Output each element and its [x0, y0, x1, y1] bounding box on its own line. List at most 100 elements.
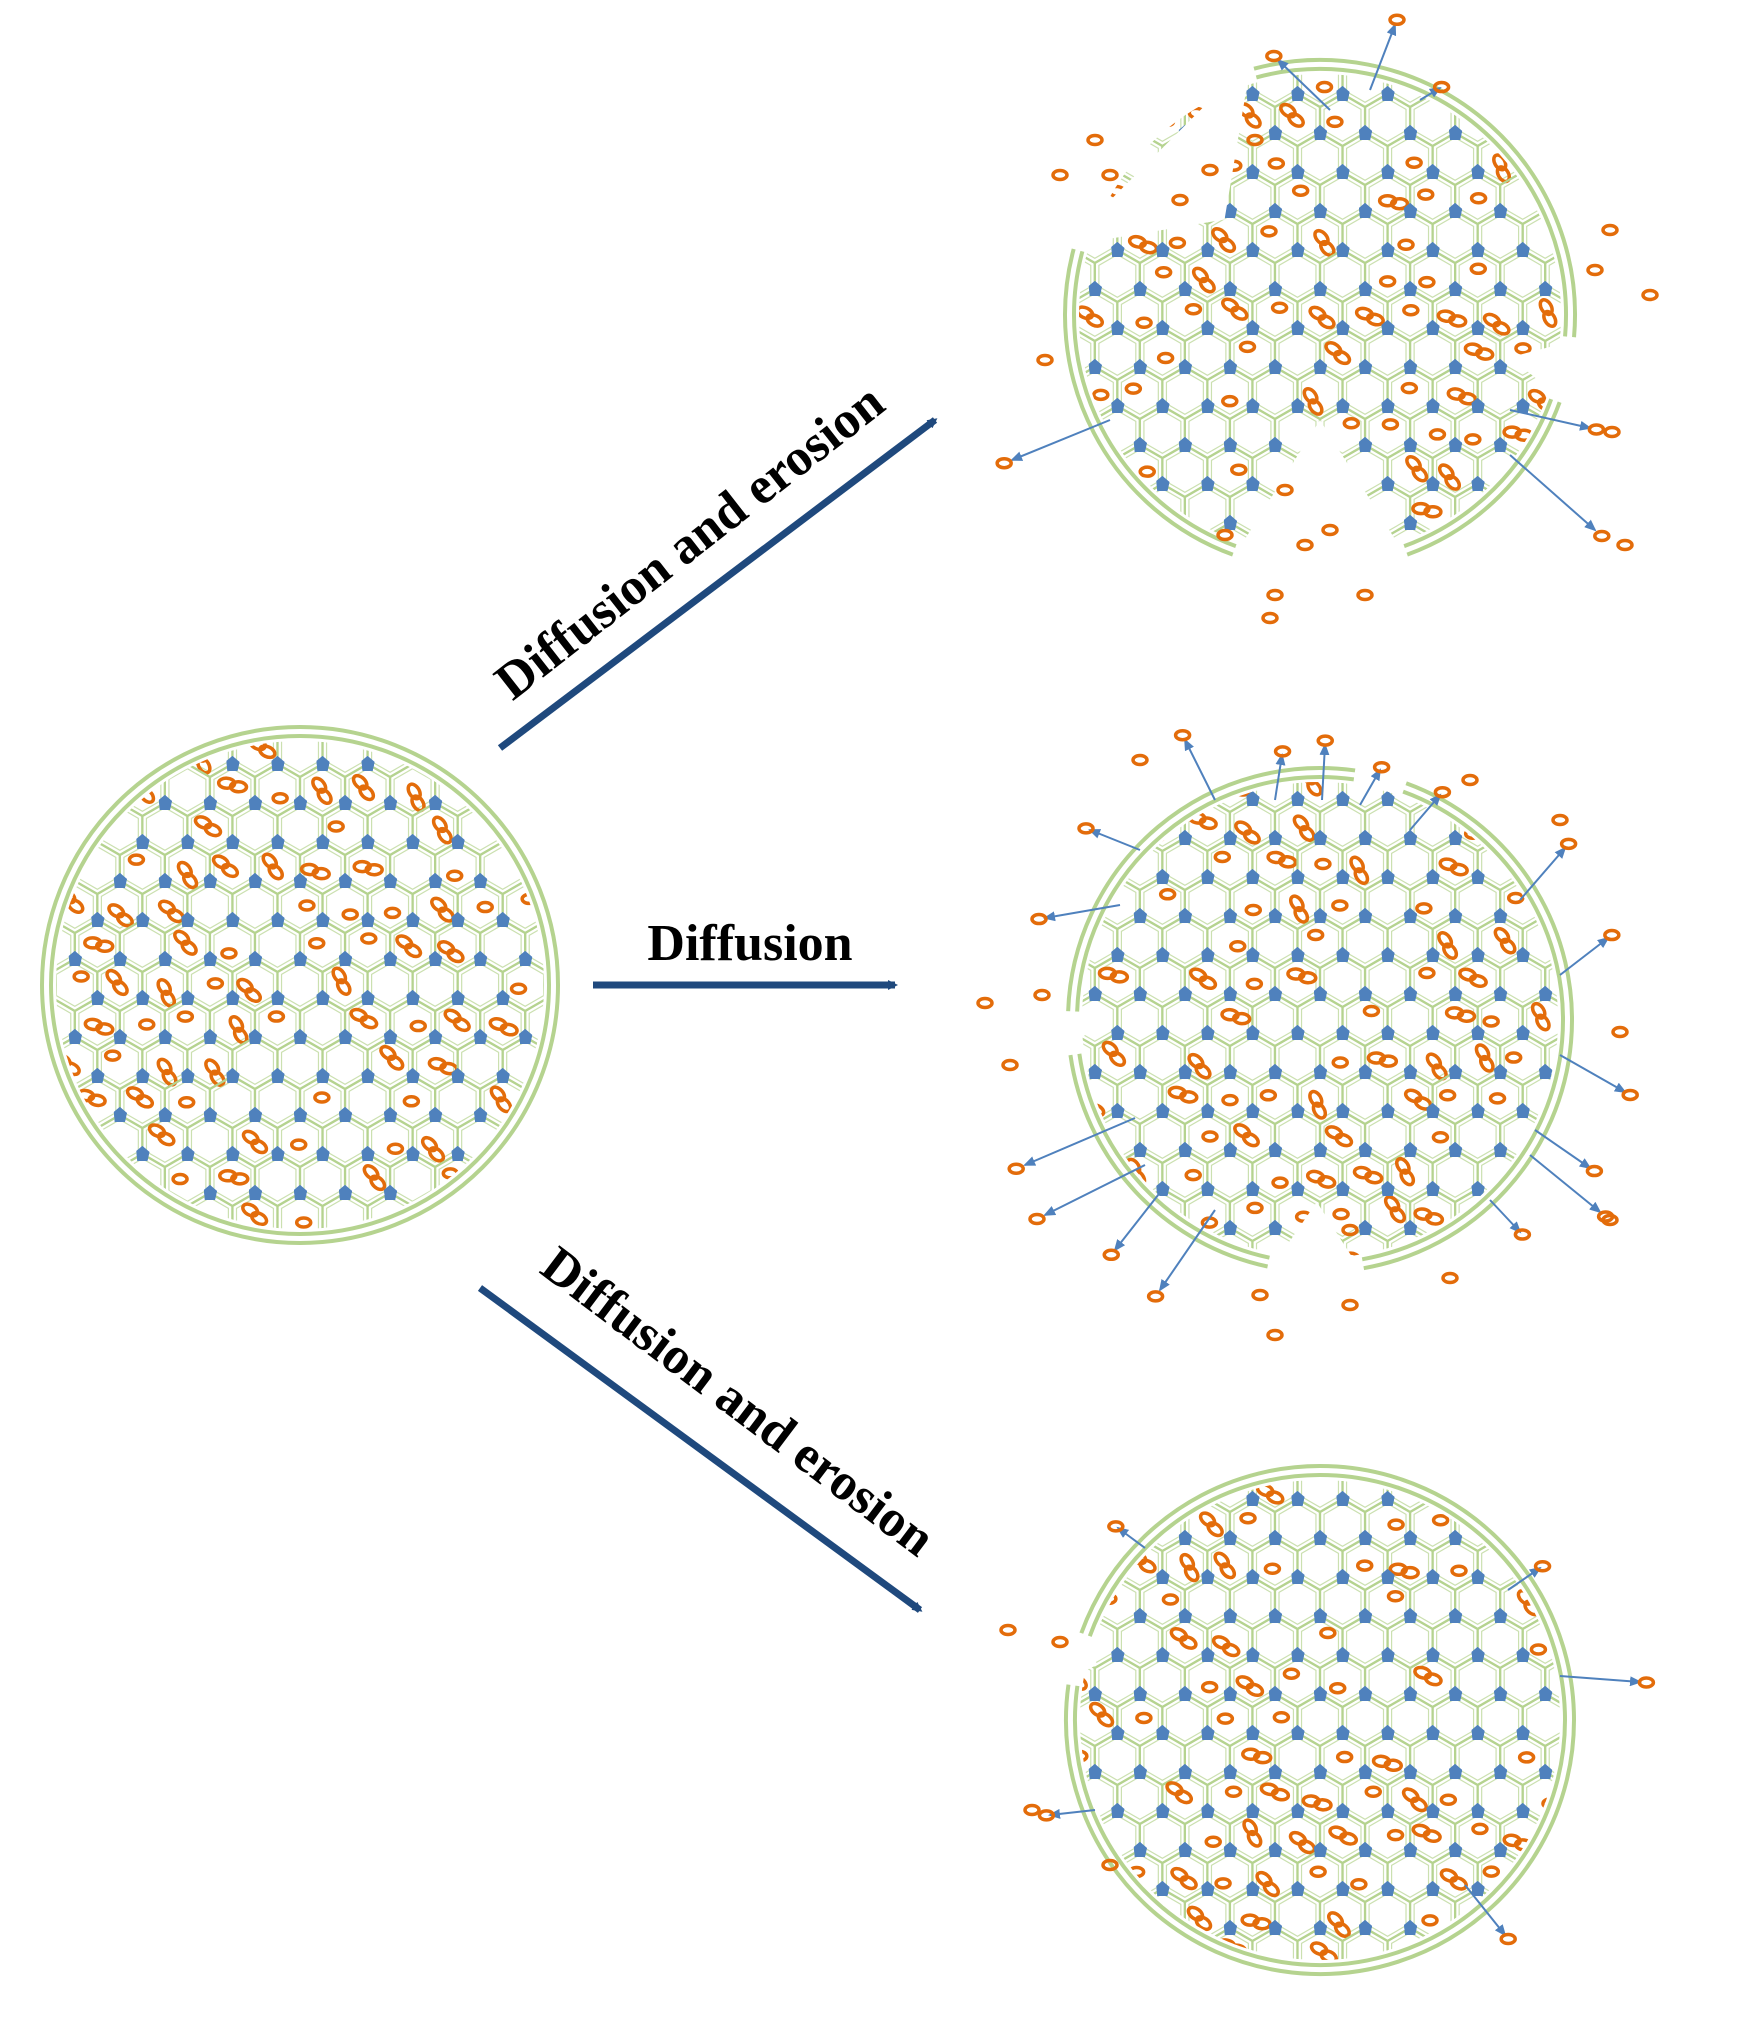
- polymer-node: [1381, 1881, 1395, 1896]
- polymer-node: [1449, 359, 1463, 374]
- polymer-node: [1449, 1764, 1463, 1779]
- polymer-node: [1359, 359, 1373, 374]
- drug-particle: [1213, 1551, 1237, 1580]
- polymer-node: [1516, 1025, 1530, 1040]
- polymer-node: [1314, 1764, 1327, 1779]
- drug-particle: [1191, 266, 1216, 294]
- drug-particle: [83, 936, 115, 953]
- polymer-node: [384, 1029, 398, 1044]
- drug-particle: [1101, 1040, 1127, 1067]
- drug-particle: [311, 776, 333, 806]
- polymer-node: [1291, 947, 1305, 962]
- drug-particle: [1332, 1207, 1350, 1221]
- polymer-node: [226, 756, 240, 771]
- drug-particle: [1402, 303, 1420, 317]
- drug-particle: [1224, 1785, 1243, 1798]
- drug-particle: [500, 1176, 519, 1190]
- polymer-node: [1404, 1686, 1418, 1701]
- polymer-node: [1404, 1142, 1418, 1157]
- drug-particle: [125, 1086, 155, 1109]
- polymer-node: [226, 1068, 240, 1083]
- drug-particle: [1641, 288, 1659, 302]
- drug-particle: [1378, 1987, 1408, 2004]
- polymer-node: [1539, 1764, 1553, 1779]
- drug-particle: [1037, 1809, 1056, 1822]
- drug-particle: [352, 859, 384, 877]
- polymer-node: [1404, 281, 1418, 296]
- drug-particle: [1378, 275, 1397, 288]
- drug-particle: [1131, 753, 1149, 767]
- polymer-node: [1314, 281, 1327, 296]
- drug-particle: [1458, 967, 1488, 989]
- drug-particle: [1416, 188, 1435, 201]
- polymer-node: [1201, 1569, 1215, 1584]
- drug-particle: [1559, 837, 1578, 851]
- drug-particle: [1593, 529, 1611, 543]
- drug-particle: [1220, 1007, 1252, 1026]
- polymer-node: [181, 834, 195, 849]
- release-arrow: [1010, 419, 1111, 461]
- drug-particle: [83, 1017, 115, 1036]
- drug-particle: [1260, 225, 1278, 238]
- drug-particle: [1551, 813, 1569, 827]
- drug-particle: [1184, 1168, 1202, 1182]
- drug-particle: [1107, 1520, 1125, 1533]
- release-arrow: [1359, 768, 1381, 806]
- polymer-node: [406, 834, 420, 849]
- polymer-node: [1201, 1103, 1215, 1118]
- polymer-node: [1268, 986, 1282, 1001]
- polymer-node: [1291, 398, 1305, 413]
- drug-particle: [1418, 275, 1436, 289]
- polymer-node: [1178, 830, 1192, 845]
- polymer-node: [316, 1146, 330, 1161]
- polymer-node: [1471, 242, 1485, 257]
- release-arrow: [1088, 829, 1141, 851]
- polymer-node: [1336, 1725, 1350, 1740]
- drug-particle: [1362, 1004, 1381, 1018]
- polymer-node: [316, 990, 330, 1005]
- polymer-node: [1516, 398, 1530, 413]
- polymer-node: [1246, 164, 1260, 179]
- drug-particle: [1114, 1200, 1132, 1214]
- drug-particle: [1341, 736, 1355, 745]
- polymer-node: [1471, 1103, 1485, 1118]
- drug-particle: [1474, 1043, 1495, 1073]
- drug-particle: [248, 741, 277, 760]
- polymer-node: [1404, 1920, 1418, 1935]
- polymer-node: [1268, 1686, 1282, 1701]
- polymer-node: [361, 990, 375, 1005]
- polymer-node: [158, 951, 172, 966]
- polymer-node: [1156, 1025, 1170, 1040]
- label-top-arrow: Diffusion and erosion: [485, 373, 895, 711]
- drug-particle: [1377, 193, 1410, 211]
- drug-particle: [1288, 1830, 1317, 1855]
- drug-particle: [1161, 1593, 1180, 1606]
- drug-particle: [1051, 168, 1069, 182]
- drug-particle: [1550, 1834, 1560, 1847]
- process-arrow-top: [497, 417, 938, 751]
- polymer-node: [451, 1146, 465, 1161]
- drug-particle: [1371, 34, 1397, 65]
- polymer-node: [1223, 437, 1237, 452]
- polymer-node: [1471, 1025, 1485, 1040]
- drug-particle: [1001, 1058, 1019, 1072]
- drug-particle: [1341, 1298, 1359, 1312]
- drug-particle: [1124, 382, 1143, 395]
- drug-particle: [1101, 168, 1119, 182]
- polymer-node: [1201, 242, 1215, 257]
- drug-particle: [105, 968, 129, 997]
- polymer-node: [1449, 1530, 1463, 1545]
- polymer-node: [136, 834, 150, 849]
- drug-particle: [1221, 394, 1239, 408]
- polymer-node: [1516, 1803, 1530, 1818]
- polymer-node: [1426, 1025, 1440, 1040]
- drug-particle: [1259, 1782, 1291, 1802]
- polymer-node: [1314, 359, 1327, 374]
- drug-particle: [1290, 1989, 1321, 2012]
- polymer-node: [1178, 1608, 1192, 1623]
- polymer-node: [339, 1185, 353, 1200]
- polymer-node: [1426, 1647, 1440, 1662]
- polymer-node: [1178, 359, 1192, 374]
- polymer-node: [1088, 359, 1102, 374]
- drug-particle: [1263, 1562, 1282, 1575]
